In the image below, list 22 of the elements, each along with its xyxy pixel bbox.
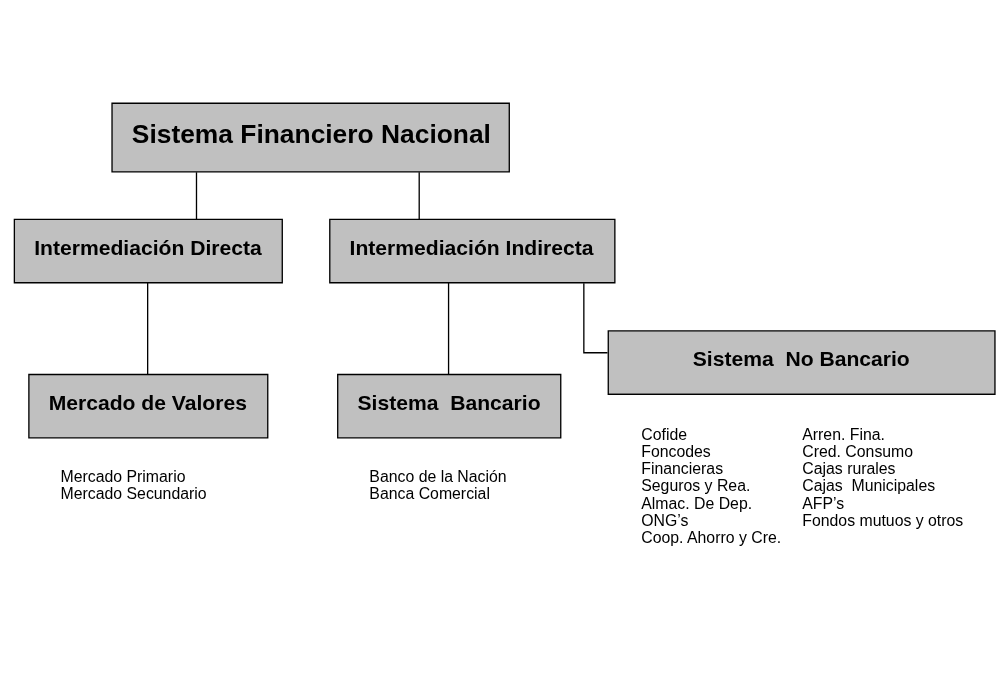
node-label: Cajas rurales	[802, 460, 896, 478]
node-label: Banco de la Nación	[369, 468, 507, 486]
node-label: Coop. Ahorro y Cre.	[641, 528, 782, 546]
node-label: Almac. De Dep.	[641, 494, 753, 512]
node-label: Cred. Consumo	[802, 443, 914, 461]
node-label: ONG’s	[641, 511, 689, 529]
node-label: Arren. Fina.	[802, 425, 885, 443]
node-label: Mercado Secundario	[60, 485, 207, 503]
node-label: Foncodes	[641, 443, 711, 461]
node-label: AFP’s	[802, 494, 845, 512]
node-label: Cofide	[641, 425, 688, 443]
node-label: Cajas Municipales	[802, 477, 936, 495]
connector	[583, 282, 609, 354]
connector	[447, 282, 450, 375]
connector	[195, 171, 198, 220]
connector	[418, 171, 420, 220]
node-label: Banca Comercial	[369, 485, 490, 503]
connector	[147, 282, 149, 375]
node-label: Financieras	[641, 460, 724, 478]
node-label: Seguros y Rea.	[641, 477, 751, 495]
node-label: Mercado Primario	[60, 468, 186, 486]
node-label: Fondos mutuos y otros	[802, 511, 964, 529]
